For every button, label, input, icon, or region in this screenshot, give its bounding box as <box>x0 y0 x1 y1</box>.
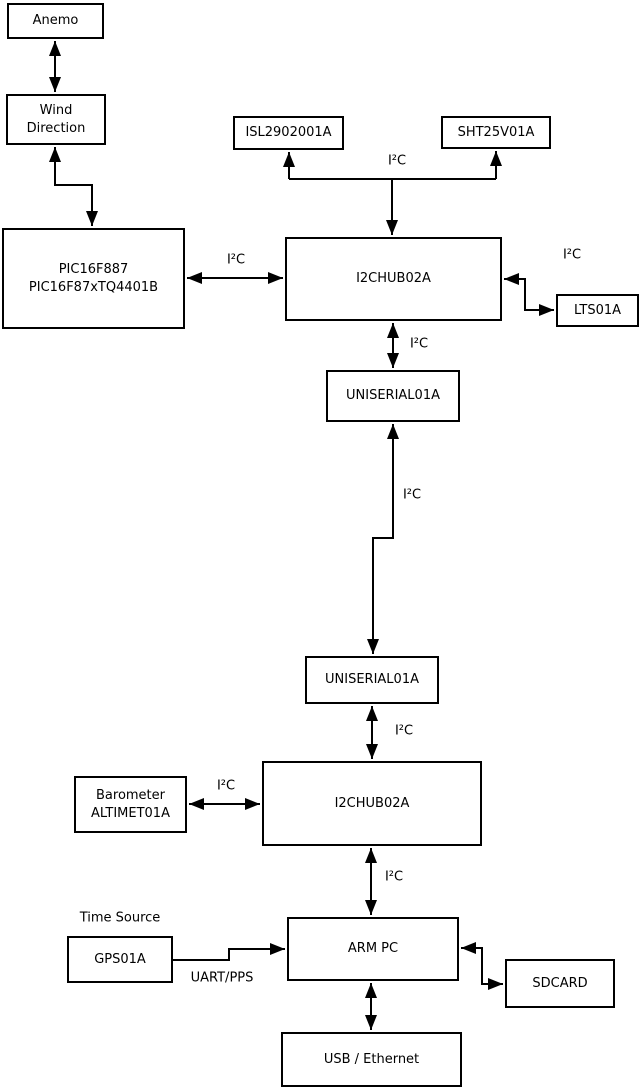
node-i2c-hub-bottom-label: I2CHUB02A <box>334 795 410 811</box>
edge-uniserial-link <box>367 424 399 654</box>
node-isl-label: ISL2902001A <box>245 125 332 141</box>
edge-label-uart-pps: UART/PPS <box>190 970 254 986</box>
node-gps: GPS01A <box>67 936 173 983</box>
node-arm-pc-label: ARM PC <box>347 941 399 957</box>
node-arm-pc: ARM PC <box>287 917 459 981</box>
node-gps-label: GPS01A <box>94 951 146 967</box>
node-wind-direction-label: Wind Direction <box>26 102 86 136</box>
node-sdcard-label: SDCARD <box>532 975 588 991</box>
edge-hub-top-lts <box>504 273 554 316</box>
edge-label-i2c-pic: I²C <box>226 252 246 268</box>
edge-gps-armpc <box>173 943 285 961</box>
edge-label-i2c-uniserial-link: I²C <box>402 487 422 503</box>
edge-wind-pic <box>49 147 98 226</box>
node-sht-label: SHT25V01A <box>457 124 535 140</box>
edge-label-i2c-barometer: I²C <box>216 778 236 794</box>
node-wind-direction: Wind Direction <box>6 94 106 145</box>
node-uniserial-top: UNISERIAL01A <box>326 370 460 422</box>
node-anemo-label: Anemo <box>32 13 79 29</box>
node-sdcard: SDCARD <box>505 959 615 1008</box>
edge-label-i2c-lts: I²C <box>562 247 582 263</box>
edge-label-i2c-uniserial-hub-bottom: I²C <box>394 723 414 739</box>
node-i2c-hub-top-label: I2CHUB02A <box>356 271 431 287</box>
edge-label-i2c-hub-top-uniserial: I²C <box>409 336 429 352</box>
node-i2c-hub-top: I2CHUB02A <box>285 237 502 321</box>
node-usb-ethernet: USB / Ethernet <box>281 1032 462 1087</box>
node-lts-label: LTS01A <box>573 302 622 318</box>
node-barometer: Barometer ALTIMET01A <box>74 776 187 833</box>
node-pic-label: PIC16F887 PIC16F87xTQ4401B <box>28 261 159 295</box>
node-uniserial-top-label: UNISERIAL01A <box>346 388 440 404</box>
node-i2c-hub-bottom: I2CHUB02A <box>262 761 482 846</box>
edge-armpc-sdcard <box>461 942 503 990</box>
edge-label-i2c-hub-bottom-armpc: I²C <box>384 869 404 885</box>
node-barometer-label: Barometer ALTIMET01A <box>91 787 170 821</box>
node-pic: PIC16F887 PIC16F87xTQ4401B <box>2 228 185 329</box>
node-isl: ISL2902001A <box>233 116 344 150</box>
edge-label-time-source: Time Source <box>79 910 161 926</box>
node-sht: SHT25V01A <box>441 116 551 149</box>
node-uniserial-bottom: UNISERIAL01A <box>305 656 439 704</box>
node-anemo: Anemo <box>7 3 104 39</box>
node-uniserial-bottom-label: UNISERIAL01A <box>325 672 419 688</box>
node-usb-ethernet-label: USB / Ethernet <box>323 1051 420 1067</box>
edge-label-i2c-sensor-bus: I²C <box>387 153 407 169</box>
node-lts: LTS01A <box>556 294 639 327</box>
